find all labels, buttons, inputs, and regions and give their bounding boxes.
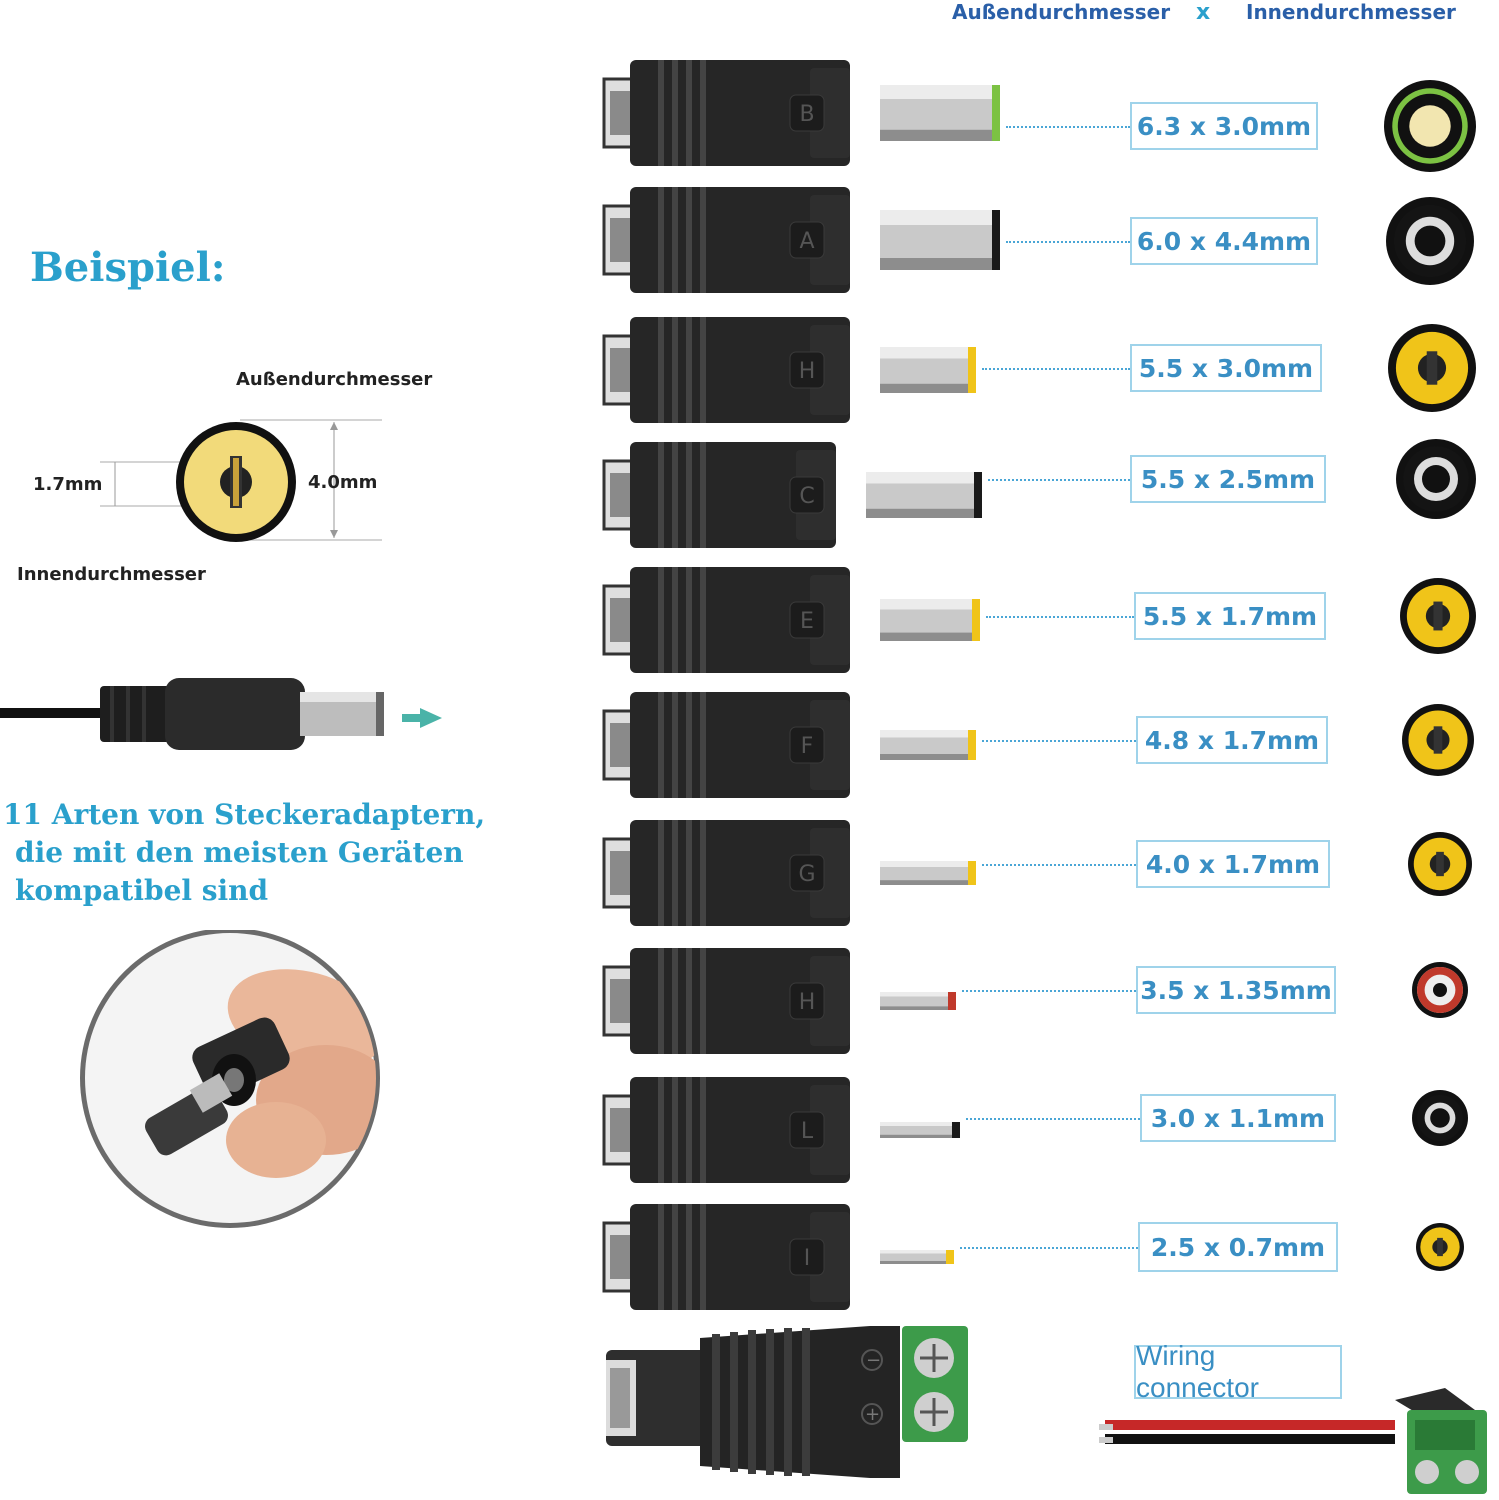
- leader-line-10: [960, 1247, 1138, 1249]
- size-label-9: 3.0 x 1.1mm: [1140, 1094, 1336, 1142]
- size-label-8: 3.5 x 1.35mm: [1136, 966, 1336, 1014]
- leader-line-3: [982, 368, 1130, 370]
- size-label-2: 6.0 x 4.4mm: [1130, 217, 1318, 265]
- example-outer-value: 4.0mm: [308, 472, 378, 493]
- adapter-plug-3: H: [602, 317, 976, 423]
- adapter-letter-10: I: [804, 1246, 811, 1271]
- adapter-plug-10: I: [602, 1204, 954, 1310]
- size-label-3: 5.5 x 3.0mm: [1130, 344, 1322, 392]
- wiring-connector-label: Wiring connector: [1134, 1340, 1342, 1403]
- header-x-label: x: [1196, 0, 1211, 25]
- wiring-connector-image: [1099, 1388, 1487, 1494]
- adapter-end-view-5: [1400, 578, 1476, 654]
- leader-line-8: [962, 990, 1136, 992]
- leader-line-4: [988, 479, 1130, 481]
- leader-line-9: [966, 1118, 1140, 1120]
- plus-symbol: +: [865, 1404, 880, 1425]
- adapter-plug-2: A: [602, 187, 1000, 293]
- adapter-plug-8: H: [602, 948, 956, 1054]
- example-outer-label: Außendurchmesser: [236, 369, 433, 390]
- adapter-end-view-8: [1412, 962, 1468, 1018]
- adapter-end-view-4: [1396, 439, 1476, 519]
- description-line-2: die mit den meisten Geräten: [15, 836, 464, 869]
- leader-line-7: [982, 864, 1136, 866]
- adapter-letter-4: C: [799, 484, 814, 509]
- size-label-7: 4.0 x 1.7mm: [1136, 840, 1330, 888]
- adapter-letter-9: L: [801, 1119, 814, 1144]
- dc-cable-plug-image: [0, 678, 442, 750]
- leader-line-6: [982, 740, 1136, 742]
- adapter-letter-1: B: [799, 102, 814, 127]
- example-connector-diagram: [100, 419, 382, 542]
- size-label-1: 6.3 x 3.0mm: [1130, 102, 1318, 150]
- adapter-plug-4: C: [602, 442, 982, 548]
- minus-symbol: −: [866, 1350, 881, 1371]
- adapter-end-view-3: [1388, 324, 1476, 412]
- example-inner-label: Innendurchmesser: [17, 564, 206, 585]
- leader-line-2: [1006, 241, 1130, 243]
- leader-line-5: [986, 616, 1134, 618]
- adapter-letter-3: H: [799, 359, 816, 384]
- adapter-letter-6: F: [801, 734, 814, 759]
- adapter-letter-5: E: [800, 609, 814, 634]
- header-outer-label: Außendurchmesser: [952, 0, 1171, 24]
- size-label-10: 2.5 x 0.7mm: [1138, 1222, 1338, 1272]
- example-title: Beispiel:: [30, 244, 226, 291]
- description-line-3: kompatibel sind: [15, 874, 269, 907]
- adapter-letter-8: H: [799, 990, 816, 1015]
- example-inner-value: 1.7mm: [33, 474, 103, 495]
- size-label-4: 5.5 x 2.5mm: [1130, 455, 1326, 503]
- adapter-letter-7: G: [798, 862, 815, 887]
- adapter-plug-6: F: [602, 692, 976, 798]
- adapter-plug-1: B: [602, 60, 1000, 166]
- size-label-6: 4.8 x 1.7mm: [1136, 716, 1328, 764]
- adapter-end-view-1: [1384, 80, 1476, 172]
- adapter-letter-2: A: [799, 229, 814, 254]
- size-label-5: 5.5 x 1.7mm: [1134, 592, 1326, 640]
- adapter-end-view-2: [1386, 197, 1474, 285]
- adapter-end-view-9: [1412, 1090, 1468, 1146]
- adapter-end-view-10: [1416, 1223, 1464, 1271]
- hand-holding-adapter-photo: [80, 930, 380, 1228]
- header-inner-label: Innendurchmesser: [1246, 0, 1456, 24]
- adapter-plug-9: L: [602, 1077, 960, 1183]
- adapter-plug-7: G: [602, 820, 976, 926]
- adapter-end-view-7: [1408, 832, 1472, 896]
- terminal-block-adapter-image: − +: [606, 1326, 968, 1478]
- adapter-plug-5: E: [602, 567, 980, 673]
- description-line-1: 11 Arten von Steckeradaptern,: [3, 798, 486, 831]
- leader-line-1: [1006, 126, 1130, 128]
- adapter-end-view-6: [1402, 704, 1474, 776]
